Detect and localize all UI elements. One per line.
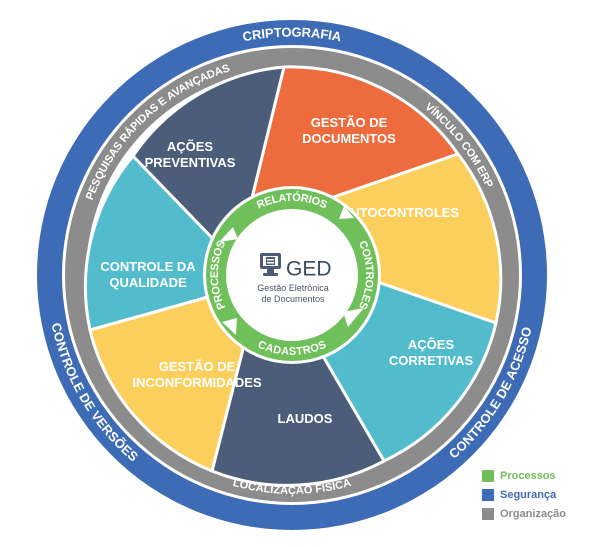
segment-label-line: PREVENTIVAS — [145, 155, 236, 170]
center-subtitle-line2: de Documentos — [261, 294, 325, 304]
segment-1 — [326, 152, 503, 325]
legend-item-1: Segurança — [482, 485, 594, 504]
segment-label-line: QUALIDADE — [109, 275, 187, 290]
arrow-top-right — [339, 206, 354, 219]
segment-label-1: AUTOCONTROLES — [341, 205, 460, 220]
center-subtitle-line1: Gestão Eletrônica — [257, 283, 329, 293]
segment-label-line: AÇÕES — [167, 139, 214, 154]
arrow-top-left — [219, 227, 238, 242]
segment-label-line: AUTOCONTROLES — [341, 205, 460, 220]
center-title: GED — [286, 258, 332, 281]
legend-swatch — [482, 469, 494, 482]
arrow-bottom-left — [222, 318, 237, 335]
segment-label-line: GESTÃO DE — [311, 115, 388, 130]
segment-label-line: INCONFORMIDADES — [132, 375, 262, 390]
segment-label-line: LAUDOS — [278, 411, 333, 426]
document-computer-icon — [260, 253, 281, 276]
segment-5 — [83, 154, 221, 332]
segment-label-line: GESTÃO DE — [159, 359, 236, 374]
segment-0 — [250, 65, 460, 201]
segment-label-line: DOCUMENTOS — [302, 131, 396, 146]
segment-label-3: LAUDOS — [278, 411, 333, 426]
legend-label: Organização — [500, 507, 567, 520]
legend-item-0: Processos — [482, 466, 594, 485]
inner-ring-arrows — [219, 206, 364, 335]
arrow-bottom-right — [343, 308, 364, 327]
outer-ring-label-top: CRIPTOGRAFIA — [241, 24, 343, 44]
legend-item-2: Organização — [482, 504, 594, 523]
segment-label-line: CONTROLE DA — [100, 259, 196, 274]
legend-label: Processos — [500, 469, 556, 482]
legend-swatch — [482, 488, 494, 501]
legend-swatch — [482, 507, 494, 520]
legend-label: Segurança — [500, 488, 557, 501]
segment-4 — [88, 293, 247, 473]
segment-label-line: CORRETIVAS — [389, 353, 474, 368]
segment-3 — [210, 339, 386, 487]
segment-label-line: AÇÕES — [408, 337, 455, 352]
center-disc — [226, 209, 358, 341]
